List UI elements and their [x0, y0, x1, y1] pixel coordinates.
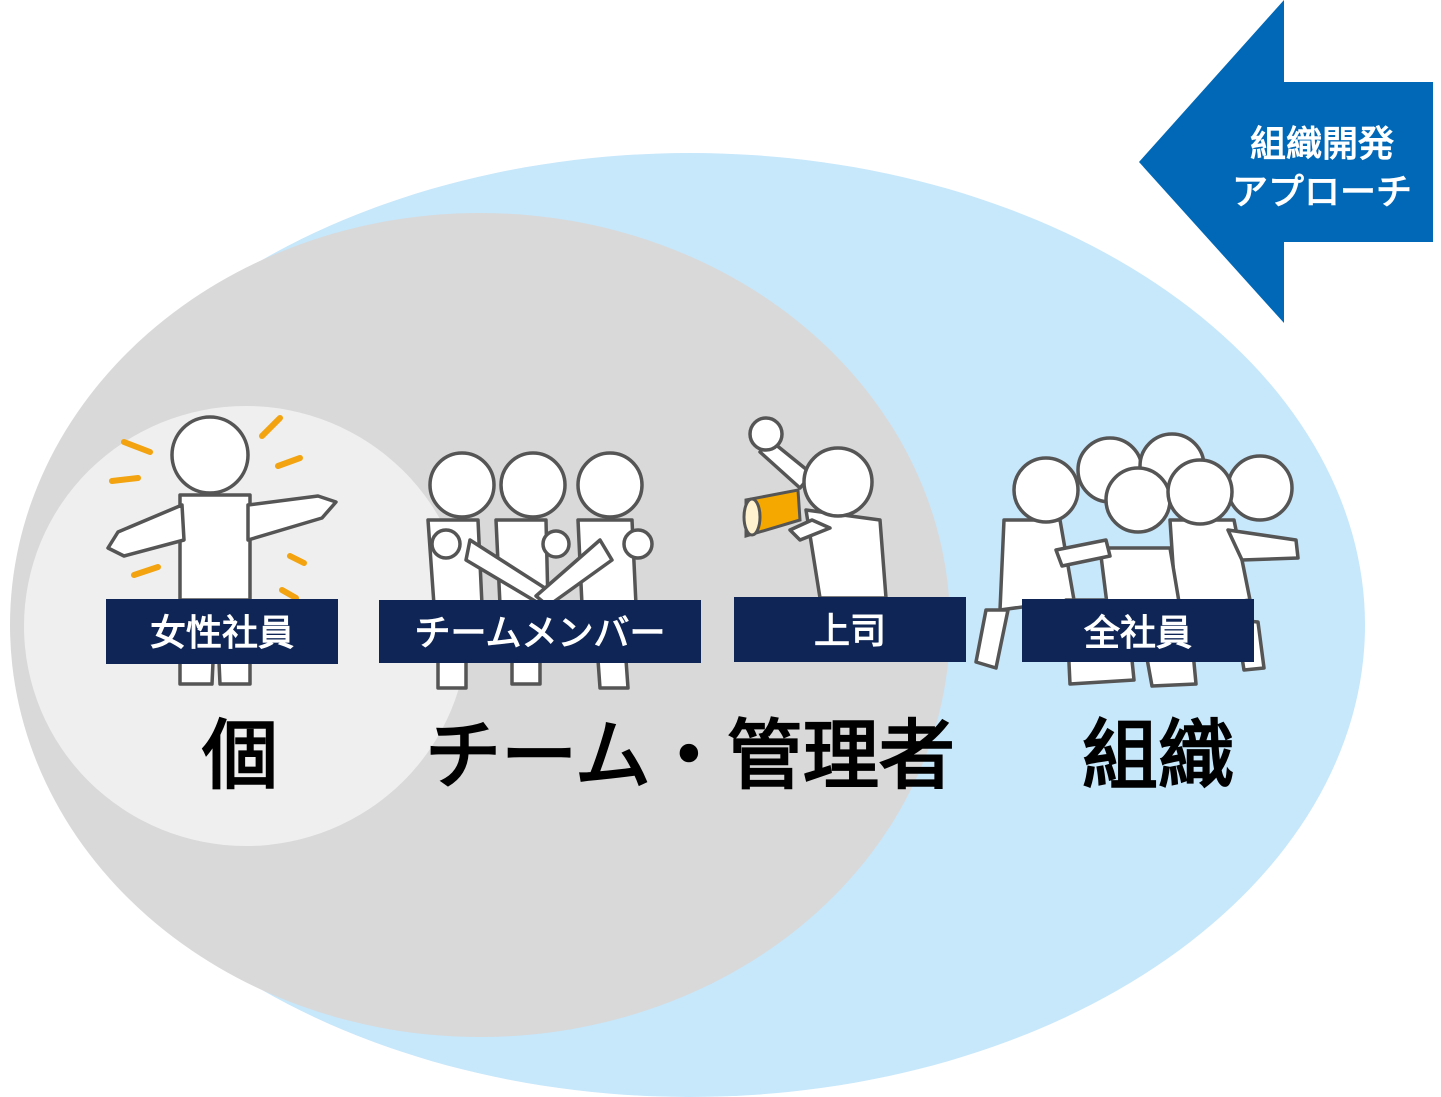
tag-all-employees: 全社員 — [1022, 599, 1254, 662]
approach-arrow: 組織開発 アプローチ — [1139, 0, 1433, 323]
megaphone-boss-icon — [742, 416, 888, 600]
arrow-label-line2: アプローチ — [1232, 171, 1412, 213]
level-team-manager: チーム・管理者 — [425, 711, 955, 800]
tag-team-member-label: チームメンバー — [415, 612, 666, 654]
tag-boss: 上司 — [734, 597, 966, 662]
tag-all-employees-label: 全社員 — [1083, 612, 1192, 654]
arrow-label-line1: 組織開発 — [1250, 123, 1395, 165]
level-organization: 組織 — [1082, 711, 1234, 800]
tag-female-employee: 女性社員 — [106, 599, 338, 664]
tag-team-member: チームメンバー — [379, 600, 701, 663]
team-huddle-icon — [426, 451, 654, 690]
tag-female-employee-label: 女性社員 — [150, 612, 294, 654]
arrow-left-icon — [1139, 0, 1433, 323]
tag-boss-label: 上司 — [814, 610, 886, 652]
level-individual: 個 — [201, 711, 278, 800]
